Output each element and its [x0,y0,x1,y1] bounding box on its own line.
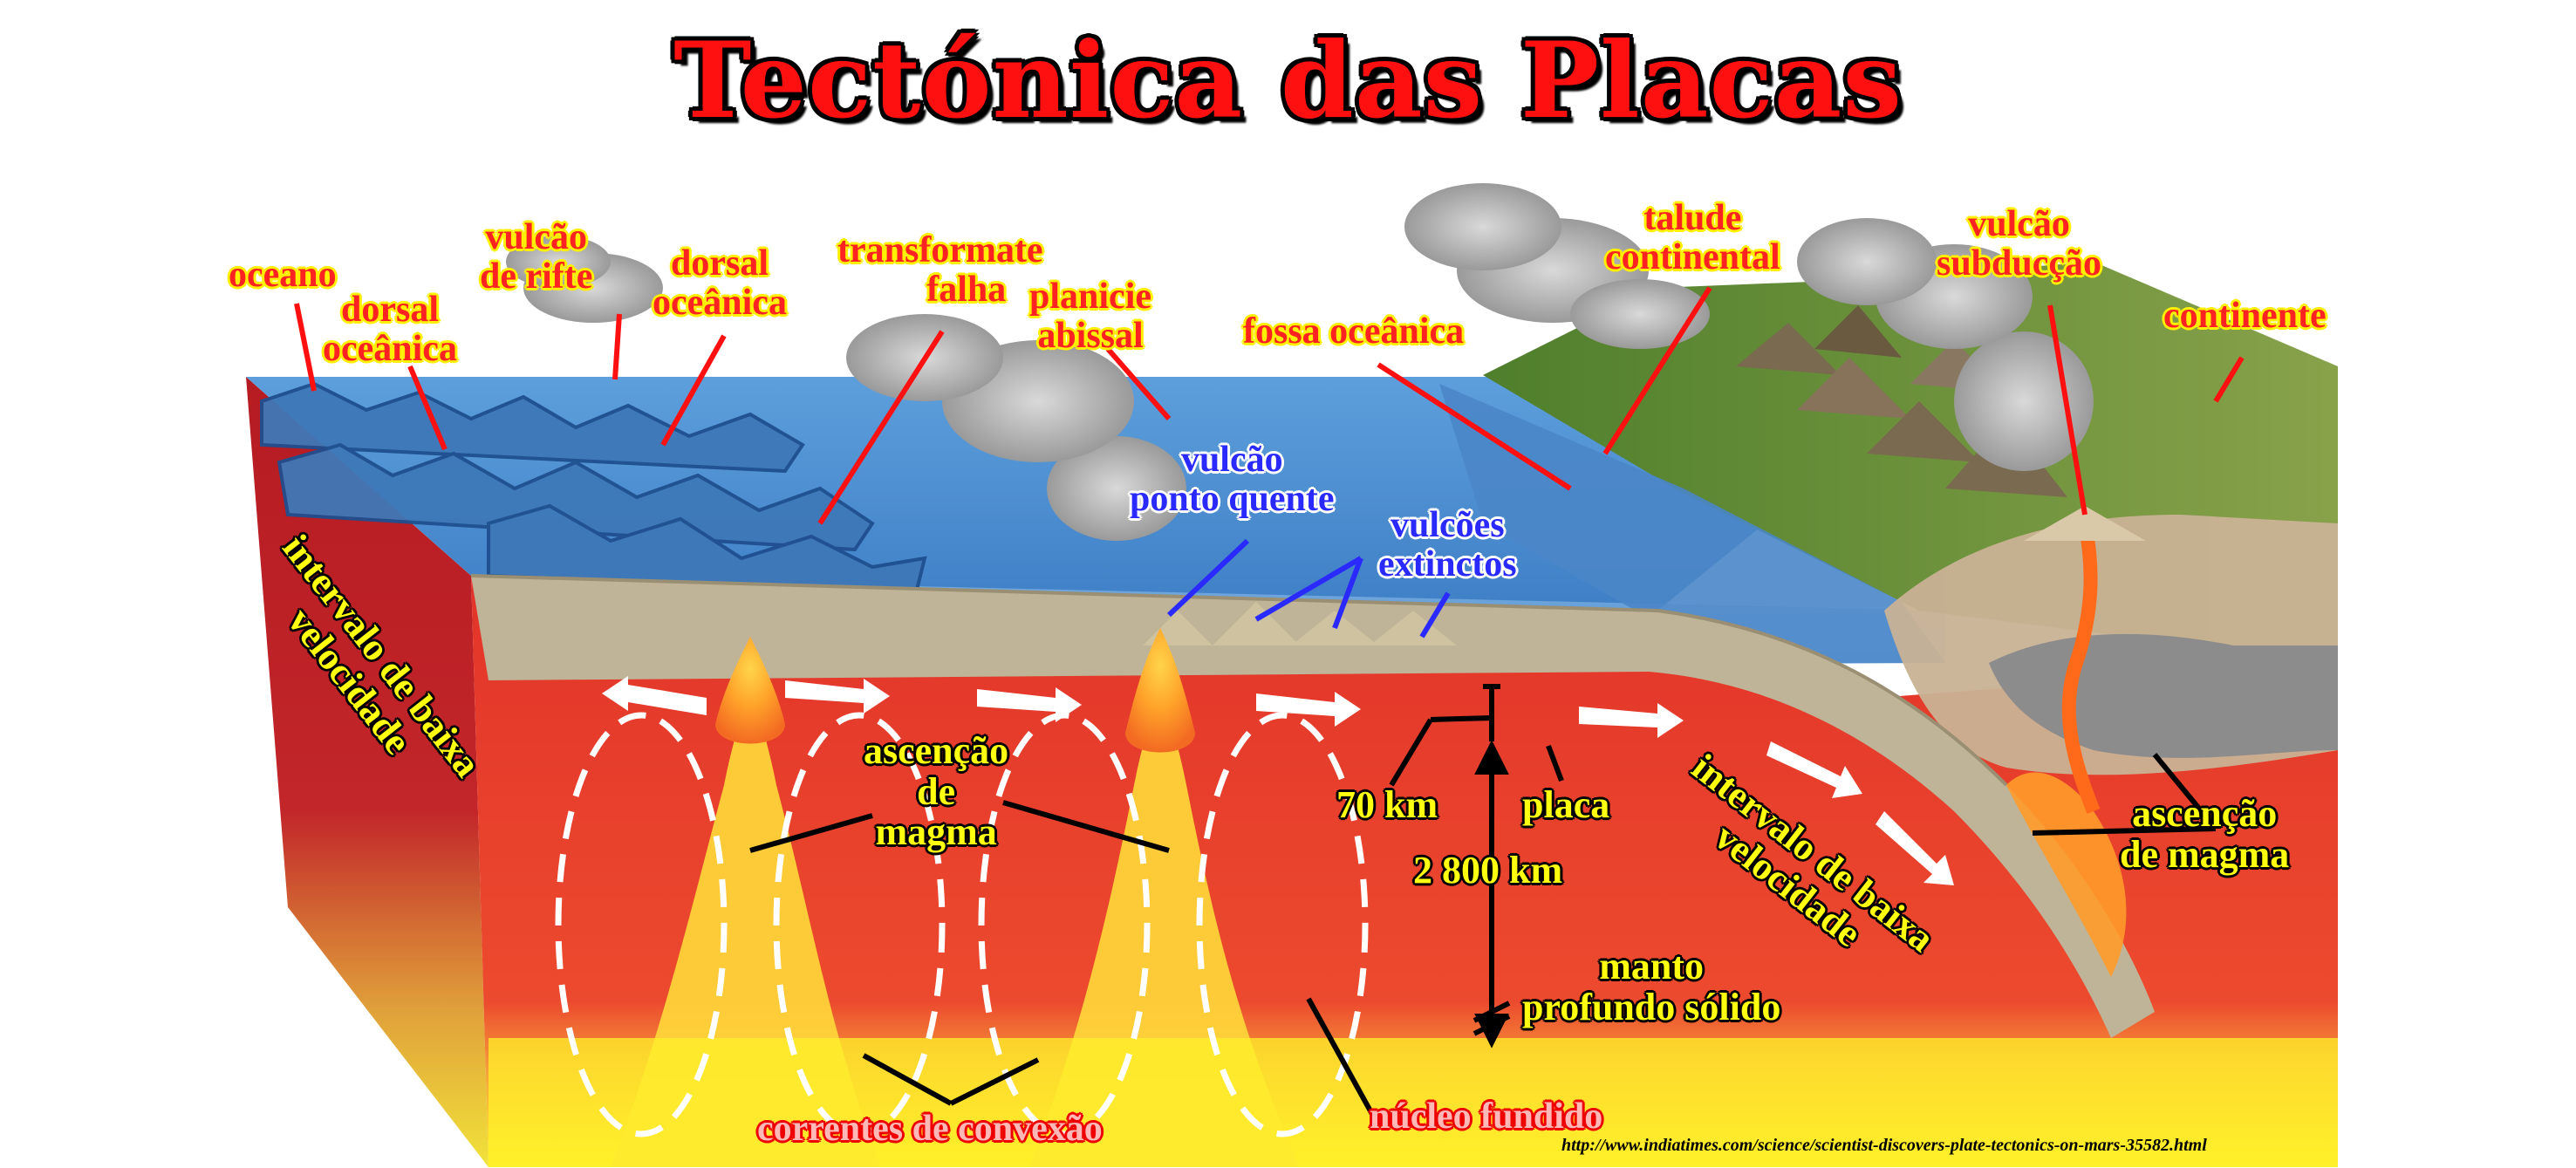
volcano-icon [2024,506,2146,541]
leader-lines-red [294,286,2245,525]
source-url[interactable]: http://www.indiatimes.com/science/scient… [1561,1136,2207,1155]
convection-loop-icon [555,712,728,1137]
volcano-icon [1370,611,1457,645]
smoke-plume-icon [1404,183,1561,270]
label-oceano: oceano [229,255,337,295]
convection-loops [555,712,1369,1137]
continental-slope [1439,384,1945,663]
smoke-plume-icon [1047,436,1186,541]
arrow-icon [785,679,890,714]
label-nucleo-fundido: núcleo fundido [1370,1096,1603,1137]
label-placa: placa [1522,783,1610,826]
arrow-icon [1876,811,1954,885]
leader-lines-black [749,715,2218,1127]
ocean-ridges [260,381,927,596]
mountain-icon [1867,401,1980,462]
smoke-plume-icon [506,236,611,288]
mountain-icon [1814,305,1902,358]
block-left-side [246,377,489,1167]
smoke-plume-icon [1797,218,1937,305]
convection-loop-icon [978,712,1151,1137]
oceanic-plate [471,576,2155,1038]
rift-plume [715,637,785,744]
depth-scale [1472,684,1511,1048]
smoke-plumes [506,183,2094,541]
page-title: Tectónica das Placas [673,19,1903,142]
convection-loop-icon [773,712,946,1137]
subduction-volcano-conduit [2061,522,2101,814]
arrow-icon [1579,703,1684,738]
arrow-icon [1256,692,1361,727]
smoke-plume-icon [1570,279,1710,349]
label-fossa-oceanica: fossa oceânica [1243,311,1465,352]
label-70-km: 70 km [1336,783,1438,826]
subduction-magma [2006,772,2127,977]
label-continente: continente [2163,296,2327,336]
label-correntes-convexao: correntes de convexão [757,1109,1103,1149]
hotspot-plume [1125,628,1195,753]
arrow-icon [1766,741,1862,798]
core-floor [489,1038,2338,1167]
mountains [1736,305,2067,497]
arrow-icon [602,676,707,715]
convection-loop-icon [1196,712,1369,1137]
mountain-icon [1736,323,1841,375]
plate-flow-arrows [602,676,1954,885]
plate-top-edge [470,574,2008,787]
mountain-icon [1797,358,1910,419]
leader-lines-blue [1166,538,1451,639]
label-2800-km: 2 800 km [1413,849,1563,891]
volcano-icon [1213,602,1300,645]
